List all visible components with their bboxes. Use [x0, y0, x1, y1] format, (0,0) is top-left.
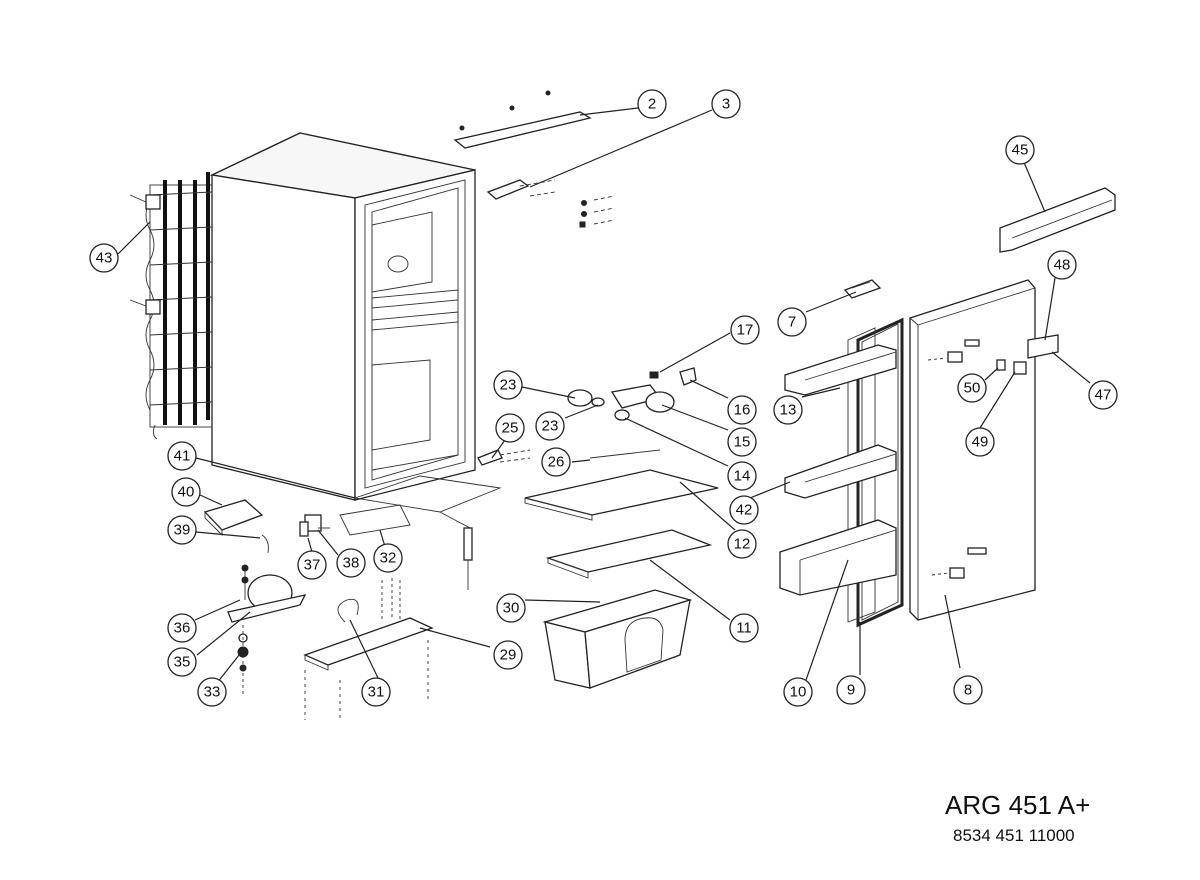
callout-41: 41 — [167, 441, 197, 471]
compressor — [227, 564, 307, 695]
thermostat-assembly — [567, 367, 697, 421]
svg-text:7: 7 — [788, 314, 796, 331]
callout-40: 40 — [171, 477, 201, 507]
svg-text:23: 23 — [500, 377, 517, 394]
callout-12: 12 — [727, 529, 757, 559]
callout-32: 32 — [373, 543, 403, 573]
callout-38: 38 — [336, 548, 366, 578]
svg-text:48: 48 — [1054, 257, 1071, 274]
door-balcony-middle — [784, 444, 897, 499]
svg-text:41: 41 — [174, 448, 191, 465]
callout-9: 9 — [836, 675, 866, 705]
callout-10: 10 — [783, 677, 813, 707]
svg-text:16: 16 — [734, 402, 751, 419]
callout-45: 45 — [1005, 135, 1035, 165]
callout-16: 16 — [727, 395, 757, 425]
callout-33: 33 — [197, 677, 227, 707]
svg-text:26: 26 — [548, 454, 565, 471]
svg-text:15: 15 — [734, 434, 751, 451]
callout-17: 17 — [730, 315, 760, 345]
svg-text:43: 43 — [96, 250, 113, 267]
callout-29: 29 — [493, 640, 523, 670]
hinge-pin-bracket — [1027, 334, 1059, 359]
svg-text:42: 42 — [736, 502, 753, 519]
svg-text:47: 47 — [1095, 387, 1112, 404]
butter-lid — [843, 279, 882, 299]
callout-23-lower: 23 — [535, 411, 565, 441]
bottom-plate — [339, 475, 502, 590]
svg-text:14: 14 — [734, 468, 751, 485]
top-hinge — [486, 179, 615, 228]
cabinet-body — [209, 132, 476, 501]
drain-tray — [203, 499, 269, 554]
callout-48: 48 — [1047, 250, 1077, 280]
door-balcony-top — [784, 344, 897, 396]
callout-39: 39 — [167, 515, 197, 545]
callout-8: 8 — [953, 675, 983, 705]
svg-text:8: 8 — [964, 682, 972, 699]
callout-14: 14 — [727, 461, 757, 491]
callout-35: 35 — [167, 647, 197, 677]
callout-13: 13 — [773, 395, 803, 425]
svg-text:40: 40 — [178, 484, 195, 501]
svg-text:39: 39 — [174, 522, 191, 539]
callout-7: 7 — [777, 307, 807, 337]
svg-text:12: 12 — [734, 536, 751, 553]
svg-text:29: 29 — [500, 647, 517, 664]
svg-text:9: 9 — [847, 682, 855, 699]
svg-text:11: 11 — [736, 620, 752, 637]
callout-25: 25 — [495, 413, 525, 443]
svg-text:10: 10 — [790, 684, 807, 701]
model-name: ARG 451 A+ — [945, 790, 1091, 820]
callout-15: 15 — [727, 427, 757, 457]
condenser-coil — [129, 172, 213, 440]
svg-text:35: 35 — [174, 654, 191, 671]
callout-2: 2 — [637, 89, 667, 119]
svg-text:49: 49 — [972, 434, 989, 451]
svg-text:2: 2 — [648, 96, 656, 113]
door-balcony-bottom — [779, 519, 897, 596]
door-handle — [999, 187, 1116, 253]
top-hinge-cover — [453, 90, 592, 149]
shelf-lower — [545, 529, 713, 579]
compressor-base-plate — [303, 578, 434, 720]
bottom-hinge — [477, 449, 661, 466]
svg-text:37: 37 — [304, 557, 321, 574]
svg-text:33: 33 — [204, 684, 221, 701]
door-inner-liner — [847, 327, 876, 623]
callout-3: 3 — [711, 89, 741, 119]
svg-text:25: 25 — [502, 420, 519, 437]
shelf-upper — [524, 469, 719, 521]
svg-text:13: 13 — [780, 402, 797, 419]
svg-text:3: 3 — [722, 96, 730, 113]
callout-31: 31 — [361, 677, 391, 707]
callout-42: 42 — [729, 495, 759, 525]
callout-37: 37 — [297, 550, 327, 580]
callout-47: 47 — [1088, 380, 1118, 410]
svg-text:32: 32 — [380, 550, 397, 567]
svg-text:50: 50 — [964, 380, 981, 397]
svg-text:36: 36 — [174, 620, 191, 637]
relay — [299, 514, 330, 537]
callout-30: 30 — [496, 593, 526, 623]
callout-23-upper: 23 — [493, 370, 523, 400]
svg-text:30: 30 — [503, 600, 520, 617]
callout-36: 36 — [167, 613, 197, 643]
svg-text:17: 17 — [737, 322, 754, 339]
callout-43: 43 — [89, 243, 119, 273]
svg-text:45: 45 — [1012, 142, 1029, 159]
callout-50: 50 — [957, 373, 987, 403]
callout-49: 49 — [965, 427, 995, 457]
callout-11: 11 — [729, 613, 759, 643]
svg-text:31: 31 — [368, 684, 385, 701]
crisper-drawer — [542, 589, 693, 689]
callout-26: 26 — [541, 447, 571, 477]
svg-text:23: 23 — [542, 418, 559, 435]
svg-text:38: 38 — [343, 555, 360, 572]
part-number: 8534 451 11000 — [953, 826, 1075, 845]
